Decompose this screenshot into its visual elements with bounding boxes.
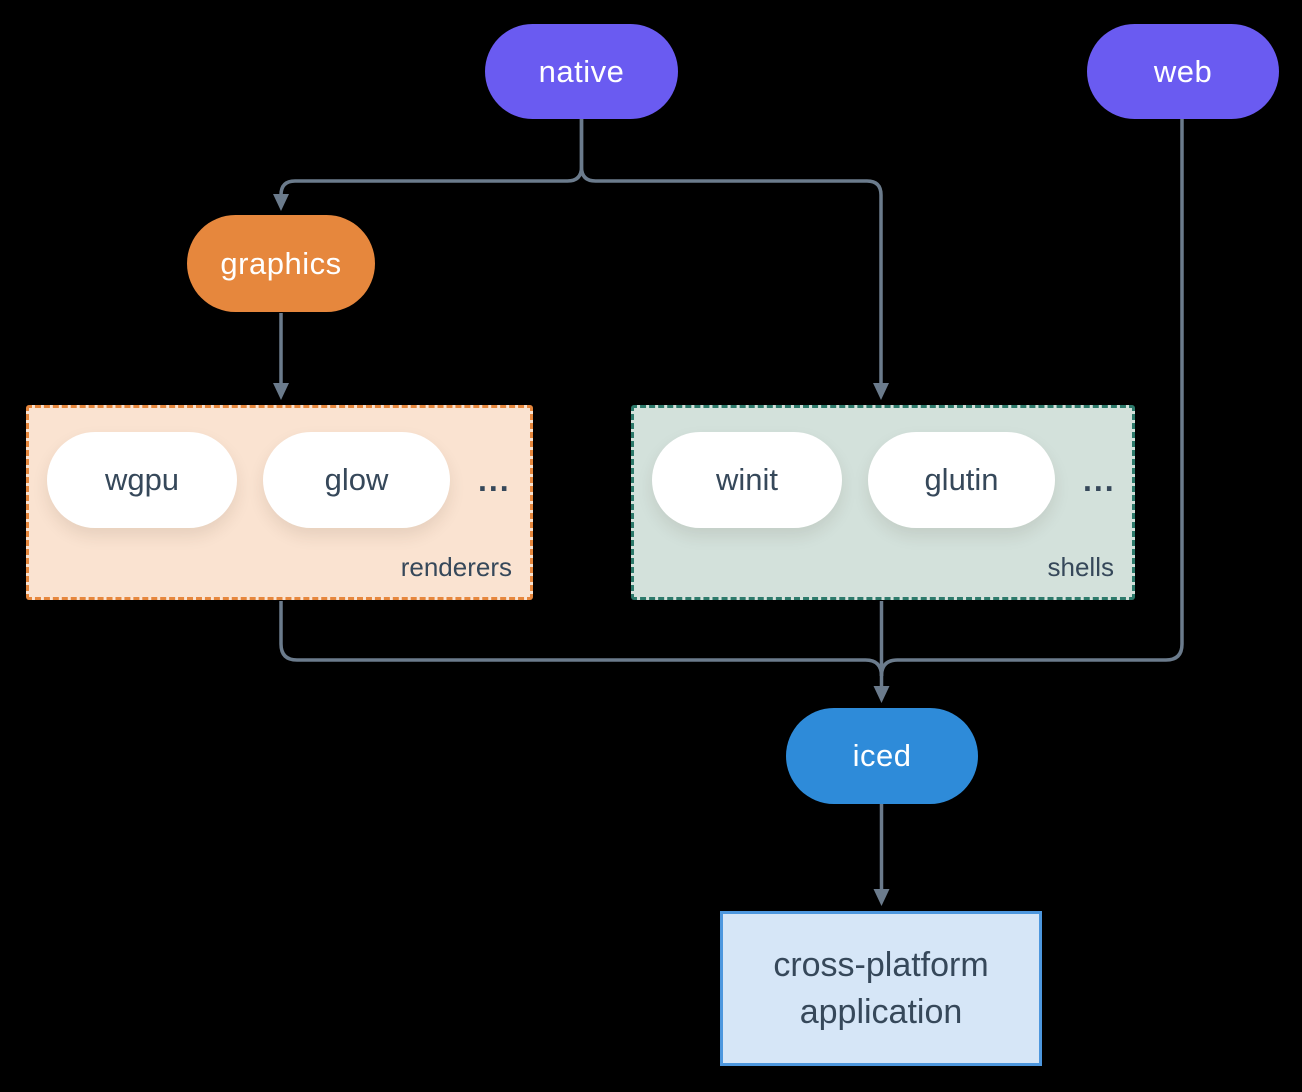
node-glow: glow	[263, 432, 450, 528]
node-iced-label: iced	[852, 738, 912, 773]
shells-group-label: shells	[1047, 552, 1114, 582]
shells-ellipsis: ...	[1083, 461, 1116, 498]
node-web-label: web	[1153, 53, 1213, 89]
connector-native-to-shells	[579, 119, 889, 400]
node-graphics: graphics	[187, 215, 375, 312]
connector-native-to-graphics	[273, 119, 584, 211]
node-graphics-label: graphics	[220, 245, 342, 281]
node-winit-label: winit	[715, 462, 778, 497]
node-native-label: native	[538, 53, 625, 89]
renderers-group-label: renderers	[400, 552, 512, 582]
renderers-ellipsis: ...	[478, 461, 511, 498]
group-renderers: wgpu glow ... renderers	[26, 405, 533, 600]
node-winit: winit	[652, 432, 842, 528]
node-native: native	[485, 24, 678, 119]
group-shells: winit glutin ... shells	[631, 405, 1135, 600]
connector-renderers-to-merge	[279, 601, 884, 677]
node-cross-platform-application: cross-platform application	[720, 911, 1042, 1066]
shells-chip-row: winit glutin ...	[652, 432, 1116, 528]
node-iced: iced	[786, 708, 978, 804]
renderers-chip-row: wgpu glow ...	[47, 432, 511, 528]
app-label-line1: cross-platform	[773, 945, 989, 984]
node-glow-label: glow	[324, 462, 389, 497]
node-wgpu: wgpu	[47, 432, 237, 528]
app-label-line2: application	[799, 992, 963, 1031]
node-wgpu-label: wgpu	[104, 462, 180, 497]
node-glutin-label: glutin	[924, 462, 999, 497]
node-glutin: glutin	[868, 432, 1055, 528]
node-web: web	[1087, 24, 1279, 119]
